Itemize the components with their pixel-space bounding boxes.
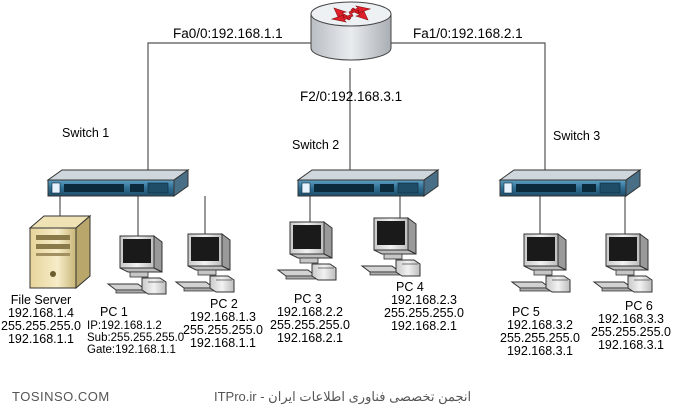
pc-4-subnet: 255.255.255.0 bbox=[384, 306, 464, 320]
pc-1-gateway: Gate:192.168.1.1 bbox=[87, 344, 176, 356]
pc-1-ip: IP:192.168.1.2 bbox=[87, 320, 162, 332]
pc-3-icon bbox=[277, 221, 337, 281]
pc-3-subnet: 255.255.255.0 bbox=[270, 318, 350, 332]
pc-5-gateway: 192.168.3.1 bbox=[506, 344, 574, 358]
file-server-subnet: 255.255.255.0 bbox=[1, 319, 81, 333]
file-server-ip: 192.168.1.4 bbox=[7, 306, 75, 320]
switch-2-label: Switch 2 bbox=[292, 138, 340, 152]
pc-5-ip: 192.168.3.2 bbox=[506, 318, 574, 332]
footer-left-watermark: TOSINSO.COM bbox=[12, 389, 110, 404]
link-router-switch1 bbox=[147, 42, 330, 172]
switch-1-label: Switch 1 bbox=[62, 126, 110, 140]
pc-4-info: PC 4 192.168.2.3 255.255.255.0 192.168.2… bbox=[376, 281, 472, 333]
pc-4-gateway: 192.168.2.1 bbox=[390, 319, 458, 333]
file-server-icon bbox=[28, 214, 92, 290]
pc-4-ip: 192.168.2.3 bbox=[390, 293, 458, 307]
pc-4-name: PC 4 bbox=[396, 280, 424, 294]
pc-3-ip: 192.168.2.2 bbox=[276, 305, 344, 319]
router-interface-fa0: Fa0/0:192.168.1.1 bbox=[173, 26, 283, 41]
router-icon bbox=[310, 1, 392, 61]
pc-1-info: IP:192.168.1.2 Sub:255.255.255.0 Gate:19… bbox=[87, 320, 184, 356]
pc-6-name: PC 6 bbox=[625, 299, 653, 313]
file-server-info: File Server 192.168.1.4 255.255.255.0 19… bbox=[0, 294, 82, 346]
pc-2-subnet: 255.255.255.0 bbox=[183, 323, 263, 337]
router-interface-fa1: Fa1/0:192.168.2.1 bbox=[413, 26, 523, 41]
switch-2-icon bbox=[297, 169, 439, 197]
pc-6-ip: 192.168.3.3 bbox=[597, 312, 665, 326]
pc-1-icon bbox=[107, 235, 167, 295]
pc-5-name: PC 5 bbox=[512, 305, 540, 319]
pc-2-ip: 192.168.1.3 bbox=[189, 310, 257, 324]
pc-2-info: PC 2 192.168.1.3 255.255.255.0 192.168.1… bbox=[178, 298, 268, 350]
pc-3-info: PC 3 192.168.2.2 255.255.255.0 192.168.2… bbox=[262, 293, 358, 345]
file-server-name: File Server bbox=[10, 293, 72, 307]
pc-2-gateway: 192.168.1.1 bbox=[189, 336, 257, 350]
pc-6-subnet: 255.255.255.0 bbox=[591, 325, 671, 339]
pc-1-subnet: Sub:255.255.255.0 bbox=[87, 332, 185, 344]
pc-3-name: PC 3 bbox=[294, 292, 322, 306]
pc-5-icon bbox=[511, 233, 571, 293]
link-router-switch3 bbox=[372, 42, 546, 172]
pc-2-icon bbox=[175, 233, 235, 293]
pc-2-name: PC 2 bbox=[210, 297, 238, 311]
pc-5-subnet: 255.255.255.0 bbox=[500, 331, 580, 345]
switch-3-icon bbox=[499, 169, 641, 197]
pc-5-info: PC 5 192.168.3.2 255.255.255.0 192.168.3… bbox=[494, 306, 586, 358]
pc-1-name: PC 1 bbox=[100, 305, 128, 319]
pc-4-icon bbox=[361, 217, 421, 277]
network-links bbox=[59, 42, 626, 238]
router-interface-f2: F2/0:192.168.3.1 bbox=[300, 89, 403, 104]
footer-right-watermark: ITPro.ir - انجمن تخصصی فناوری اطلاعات ای… bbox=[214, 389, 472, 404]
pc-6-gateway: 192.168.3.1 bbox=[597, 338, 665, 352]
file-server-gateway: 192.168.1.1 bbox=[7, 332, 75, 346]
switch-3-label: Switch 3 bbox=[553, 129, 601, 143]
pc-6-info: PC 6 192.168.3.3 255.255.255.0 192.168.3… bbox=[585, 300, 677, 352]
pc-3-gateway: 192.168.2.1 bbox=[276, 331, 344, 345]
switch-1-icon bbox=[47, 169, 189, 197]
pc-6-icon bbox=[593, 233, 653, 293]
